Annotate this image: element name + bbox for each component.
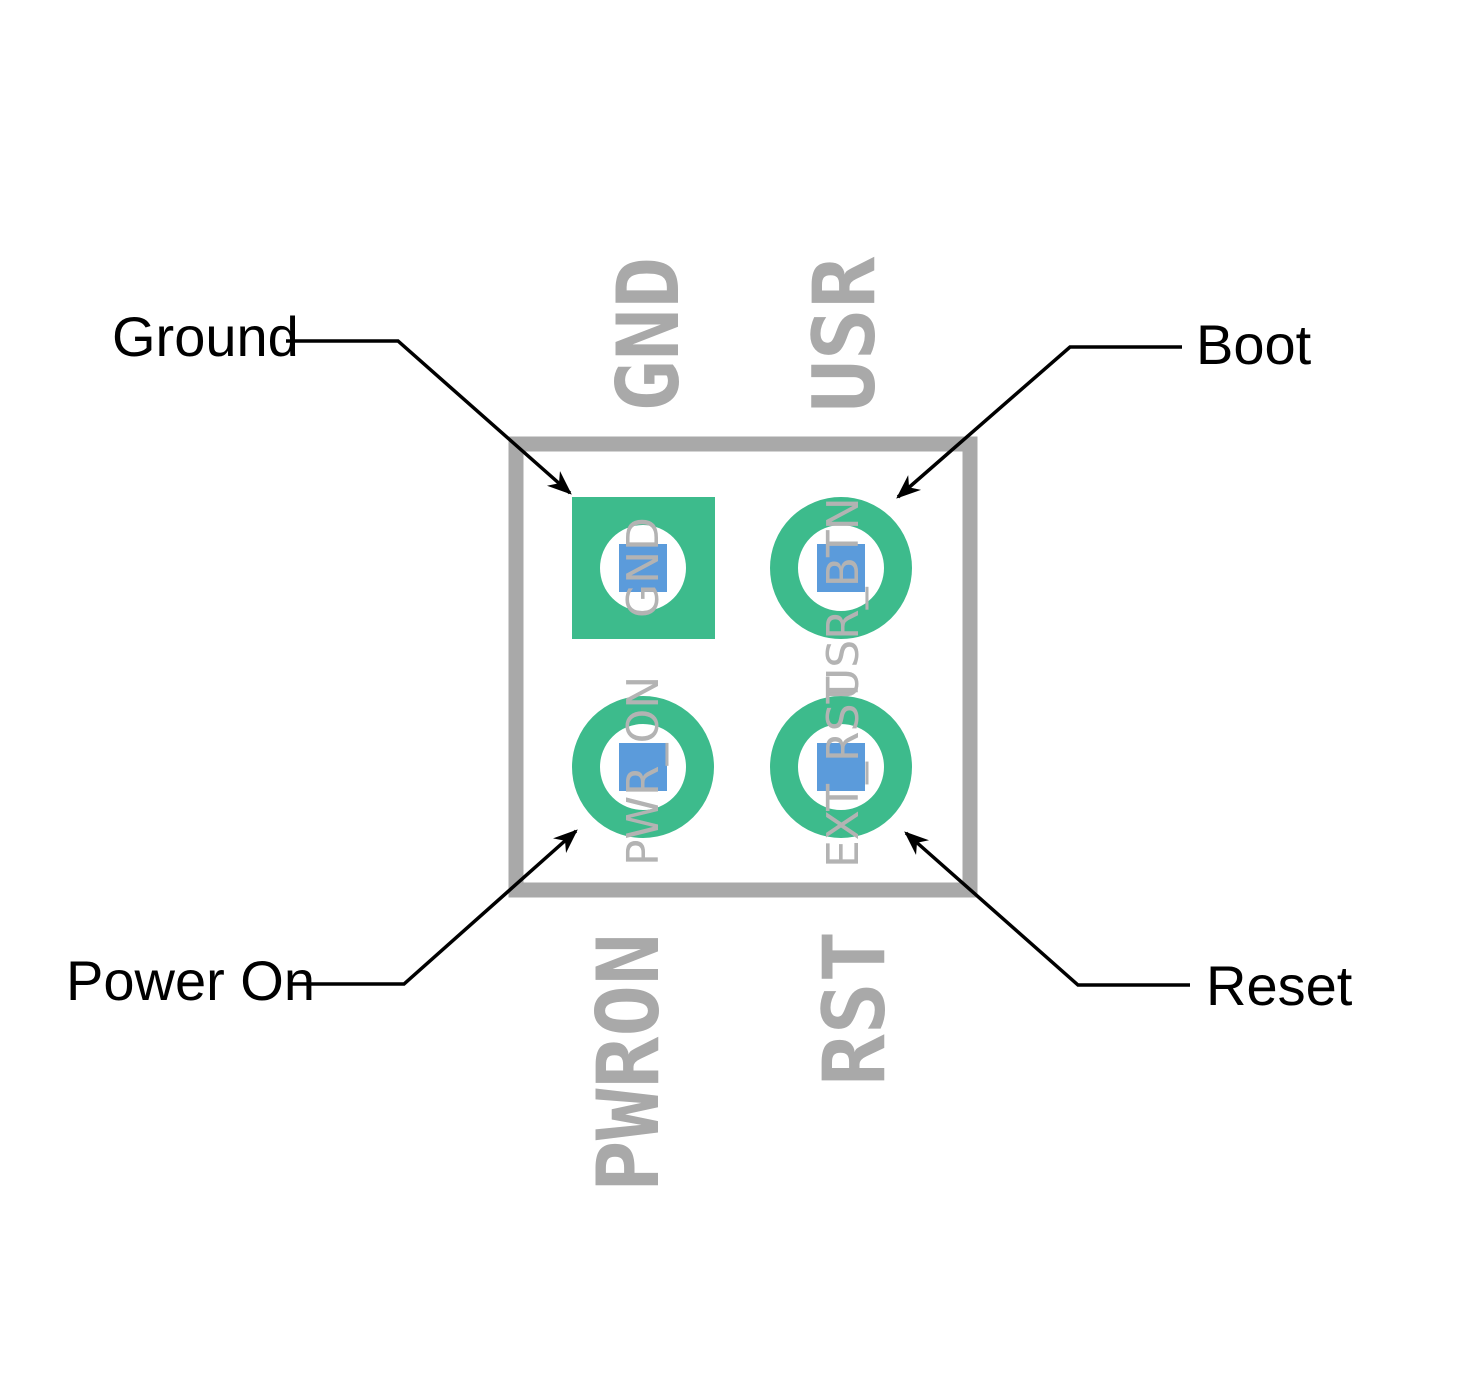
callout-power-on: Power On (66, 949, 315, 1012)
leader-reset (904, 831, 1190, 987)
pad-pwron (572, 696, 714, 838)
silk-label-usr: USR (795, 256, 895, 412)
silk-label-gnd: GND (599, 257, 699, 412)
callout-reset: Reset (1206, 954, 1353, 1017)
pad-usr (770, 497, 912, 639)
silk-label-rst: RST (805, 931, 905, 1086)
component-outline (508, 436, 978, 898)
callout-boot: Boot (1196, 313, 1312, 376)
leader-power-on (292, 829, 578, 986)
leader-boot (896, 345, 1182, 499)
pad-rst (770, 696, 912, 838)
leader-ground (286, 339, 572, 495)
silk-label-pwron: PWRON (579, 933, 679, 1192)
silk-inner-pwr-on: PWR_ON (618, 676, 669, 866)
silk-inner-ext-rst: EXT_RST (818, 676, 869, 868)
silk-inner-gnd: GND (618, 517, 669, 618)
pad-gnd (572, 497, 715, 639)
silk-inner-usr-btn: USR_BTN (818, 497, 869, 700)
callout-ground: Ground (112, 305, 299, 368)
